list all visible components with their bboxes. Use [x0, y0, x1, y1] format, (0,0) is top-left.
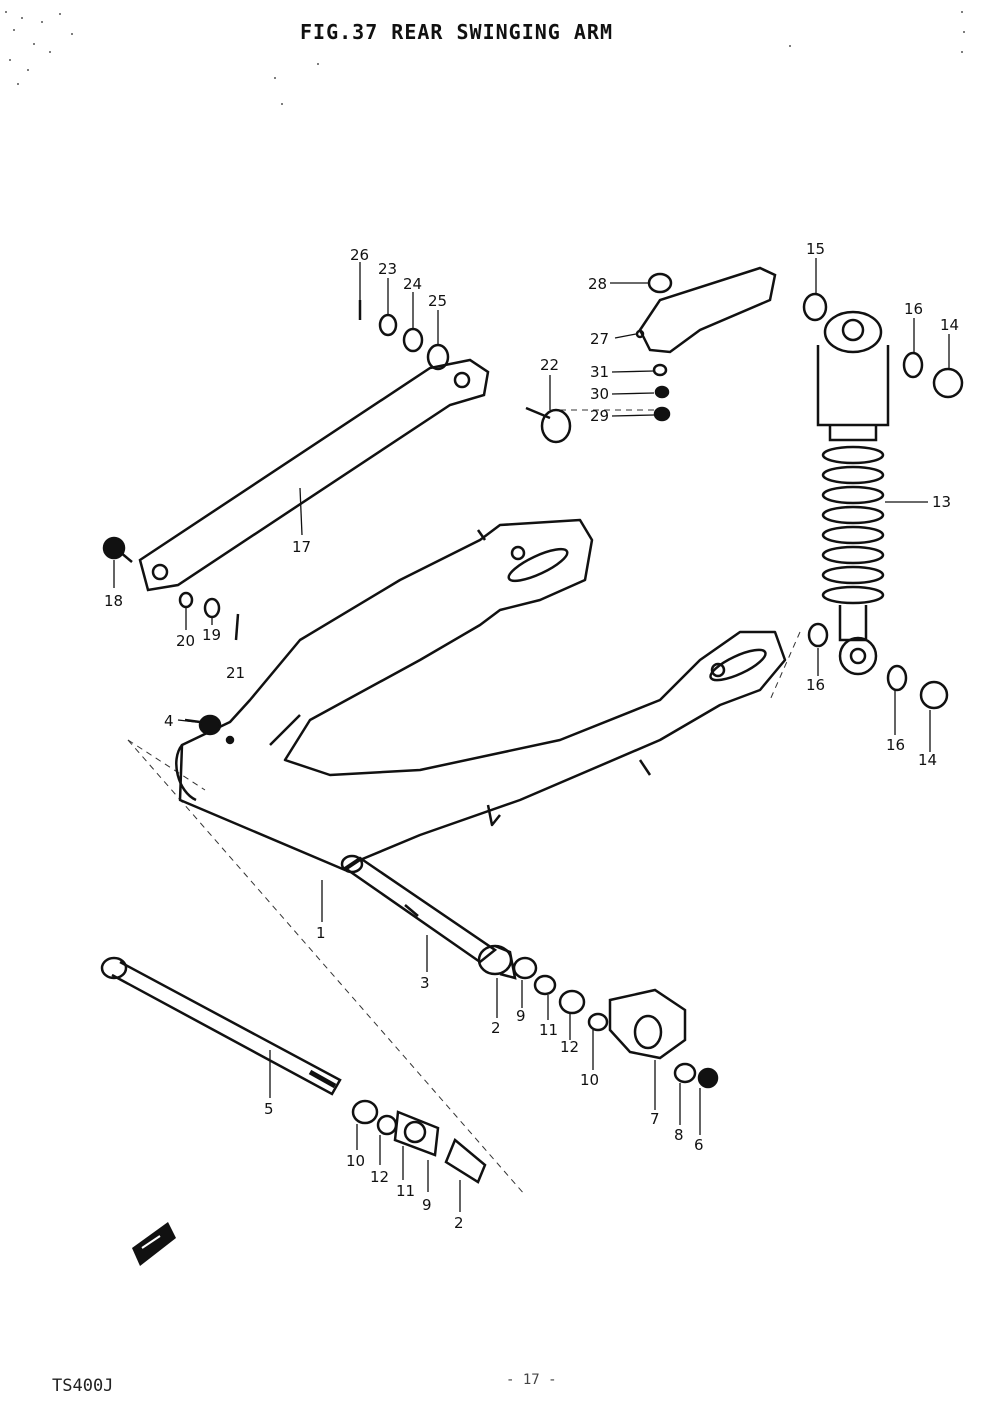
callout-19: 19	[202, 626, 221, 644]
callout-6: 6	[694, 1136, 704, 1154]
callout-28: 28	[588, 275, 607, 293]
callout-9-left: 9	[422, 1196, 432, 1214]
callout-12-right: 12	[560, 1038, 579, 1056]
callout-14-top: 14	[940, 316, 959, 334]
callout-17: 17	[292, 538, 311, 556]
rear-link-rod	[138, 358, 490, 592]
callout-16-mid: 16	[806, 676, 825, 694]
callout-11-right: 11	[539, 1021, 558, 1039]
guide-lines	[127, 409, 801, 1196]
callout-20: 20	[176, 632, 195, 650]
callout-8: 8	[674, 1126, 684, 1144]
callout-2-right: 2	[491, 1019, 501, 1037]
left-pivot-parts	[351, 1099, 487, 1184]
callout-7: 7	[650, 1110, 660, 1128]
callout-11-left: 11	[396, 1182, 415, 1200]
callout-23: 23	[378, 260, 397, 278]
chain-guide-bracket	[635, 266, 777, 422]
callout-2-left: 2	[454, 1214, 464, 1232]
page-number: - 17 -	[506, 1372, 557, 1388]
callout-14-low: 14	[918, 751, 937, 769]
pivot-bolt	[100, 956, 342, 1096]
callout-31: 31	[590, 363, 609, 381]
callout-27: 27	[590, 330, 609, 348]
callout-21: 21	[226, 664, 245, 682]
callout-12-left: 12	[370, 1168, 389, 1186]
callout-15: 15	[806, 240, 825, 258]
callout-26: 26	[350, 246, 369, 264]
swing-arm	[175, 518, 787, 872]
model-code: TS400J	[52, 1376, 114, 1396]
callout-4: 4	[164, 712, 174, 730]
callout-30: 30	[590, 385, 609, 403]
shock-absorber	[816, 310, 890, 676]
front-arrow-icon	[132, 1222, 176, 1266]
leader-lines	[113, 258, 950, 1212]
callout-22: 22	[540, 356, 559, 374]
callout-29: 29	[590, 407, 609, 425]
figure-title: FIG.37 REAR SWINGING ARM	[300, 20, 613, 44]
mount-bolt	[525, 406, 572, 444]
right-pivot-parts	[477, 944, 719, 1089]
callout-10-left: 10	[346, 1152, 365, 1170]
callout-9-right: 9	[516, 1007, 526, 1025]
callout-18: 18	[104, 592, 123, 610]
shock-fasteners	[802, 292, 964, 710]
callout-24: 24	[403, 275, 422, 293]
bracket-bolt	[184, 714, 222, 736]
callout-labels: 26 23 24 25 28 27 31 30 29 22 15 16 14 1…	[104, 240, 959, 1232]
callout-1: 1	[316, 924, 326, 942]
callout-16-low: 16	[886, 736, 905, 754]
callout-13: 13	[932, 493, 951, 511]
callout-16-top: 16	[904, 300, 923, 318]
callout-5: 5	[264, 1100, 274, 1118]
pivot-tube	[340, 854, 498, 964]
callout-10-right: 10	[580, 1071, 599, 1089]
callout-25: 25	[428, 292, 447, 310]
callout-3: 3	[420, 974, 430, 992]
